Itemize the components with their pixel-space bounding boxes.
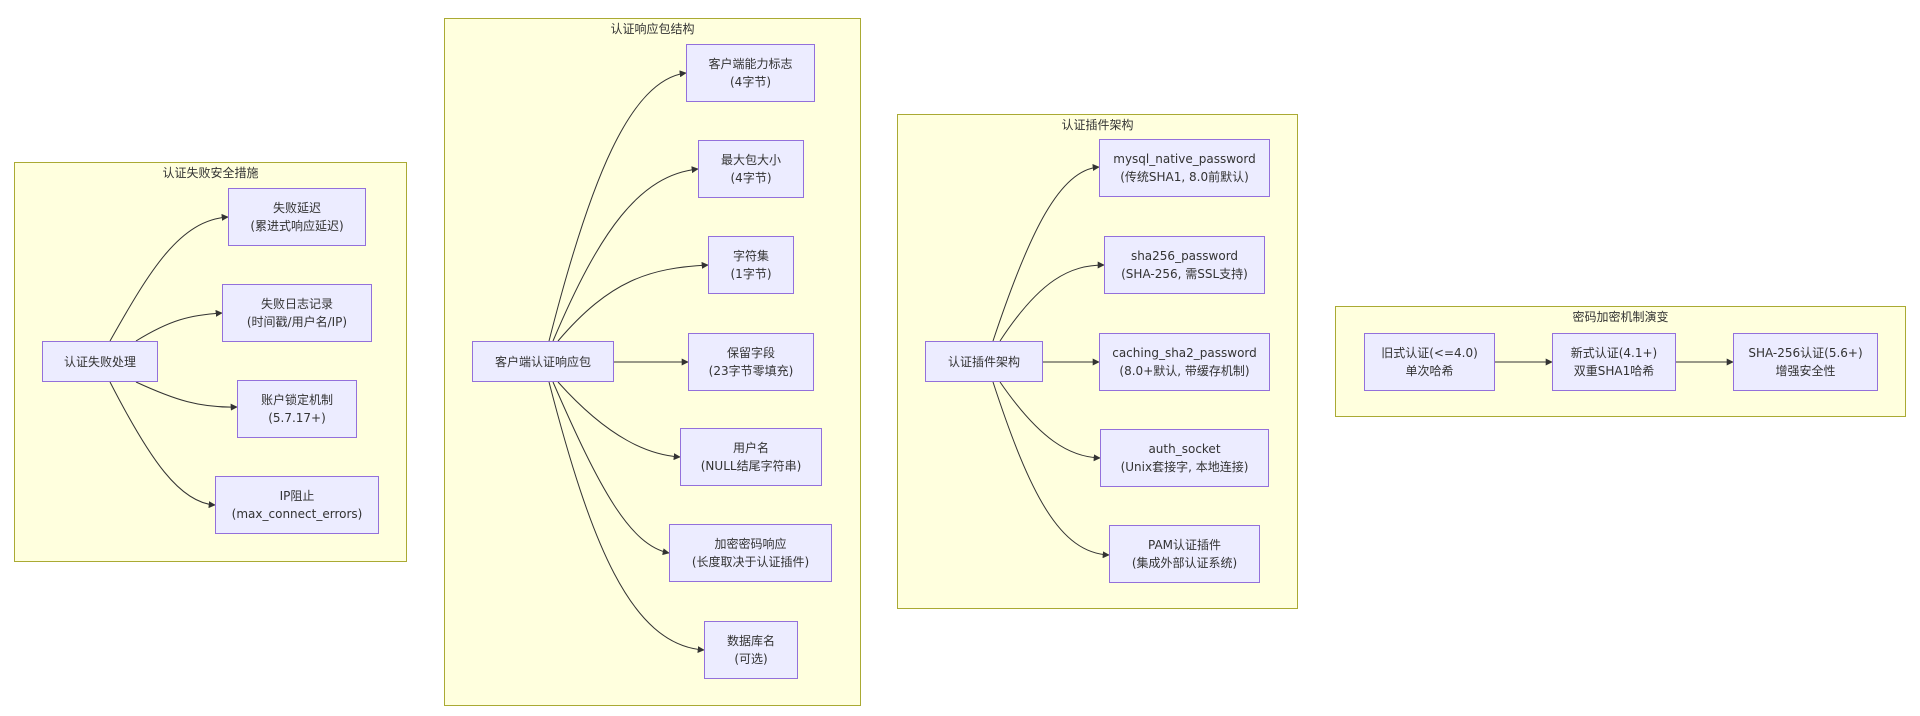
edge-plug-to-sha256: [999, 261, 1105, 342]
node-sublabel: (累进式响应延迟): [250, 219, 344, 233]
node-charset: 字符集 (1字节): [708, 236, 794, 294]
node-mysql-native-password: mysql_native_password (传统SHA1, 8.0前默认): [1099, 139, 1270, 197]
node-sublabel: (可选): [734, 652, 768, 666]
node-label: caching_sha2_password: [1112, 346, 1257, 360]
node-pam-plugin: PAM认证插件 (集成外部认证系统): [1109, 525, 1260, 583]
edge-fail-to-ipblock: [109, 381, 216, 509]
cluster-title: 认证失败安全措施: [162, 166, 259, 180]
node-label: 失败日志记录: [260, 297, 333, 311]
node-new-auth: 新式认证(4.1+) 双重SHA1哈希: [1552, 333, 1676, 391]
node-label: SHA-256认证(5.6+): [1748, 346, 1863, 360]
node-username: 用户名 (NULL结尾字符串): [680, 428, 822, 486]
node-label: IP阻止: [279, 489, 315, 503]
edge-resp-to-db: [548, 381, 705, 654]
node-sublabel: (4字节): [730, 171, 772, 185]
node-label: 认证插件架构: [947, 354, 1020, 369]
node-sublabel: (NULL结尾字符串): [700, 459, 802, 473]
node-label: 用户名: [732, 441, 769, 455]
node-sublabel: (集成外部认证系统): [1131, 556, 1238, 570]
node-label: 失败延迟: [272, 201, 321, 215]
node-label: 数据库名: [726, 634, 775, 648]
node-caching-sha2-password: caching_sha2_password (8.0+默认, 带缓存机制): [1099, 333, 1270, 391]
edge-plug-to-pam: [992, 381, 1110, 559]
node-encrypted-password: 加密密码响应 (长度取决于认证插件): [669, 524, 832, 582]
edge-resp-to-caps: [548, 70, 687, 342]
cluster-title: 密码加密机制演变: [1572, 310, 1669, 324]
edge-fail-to-delay: [109, 213, 229, 342]
node-label: auth_socket: [1148, 442, 1221, 456]
node-sublabel: (1字节): [730, 267, 772, 281]
node-sublabel: 单次哈希: [1405, 364, 1454, 378]
node-label: mysql_native_password: [1113, 152, 1256, 166]
edge-resp-to-maxpkt: [552, 166, 699, 342]
node-auth-socket: auth_socket (Unix套接字, 本地连接): [1100, 429, 1269, 487]
edge-resp-to-charset: [557, 261, 709, 342]
edge-plug-to-socket: [999, 381, 1101, 462]
edge-fail-to-lock: [135, 381, 238, 411]
node-label: 字符集: [732, 249, 769, 263]
node-label: 最大包大小: [720, 153, 781, 167]
node-account-lockout: 账户锁定机制 (5.7.17+): [237, 380, 357, 438]
node-database-name: 数据库名 (可选): [704, 621, 798, 679]
node-sublabel: (SHA-256, 需SSL支持): [1121, 267, 1248, 281]
node-sublabel: (5.7.17+): [268, 411, 326, 425]
node-label: 客户端能力标志: [708, 57, 793, 71]
node-auth-failure-handling: 认证失败处理: [42, 341, 158, 382]
node-sublabel: (max_connect_errors): [231, 507, 363, 521]
node-sublabel: (4字节): [730, 75, 771, 89]
node-label: 加密密码响应: [714, 537, 787, 551]
node-sublabel: (长度取决于认证插件): [691, 555, 810, 569]
node-failure-logging: 失败日志记录 (时间戳/用户名/IP): [222, 284, 372, 342]
node-capability-flags: 客户端能力标志 (4字节): [686, 44, 815, 102]
node-label: 新式认证(4.1+): [1570, 346, 1658, 360]
node-sublabel: 增强安全性: [1775, 364, 1836, 378]
node-sublabel: (23字节零填充): [708, 364, 794, 378]
cluster-title: 认证插件架构: [1061, 118, 1134, 132]
edge-resp-to-user: [557, 381, 681, 461]
edge-fail-to-log: [135, 309, 223, 342]
node-label: 保留字段: [726, 346, 775, 360]
edge-resp-to-pass: [552, 381, 670, 556]
node-sublabel: (Unix套接字, 本地连接): [1120, 460, 1249, 474]
node-label: 客户端认证响应包: [494, 354, 591, 369]
node-sha256-password: sha256_password (SHA-256, 需SSL支持): [1104, 236, 1265, 294]
node-sublabel: (传统SHA1, 8.0前默认): [1120, 170, 1249, 184]
node-ip-block: IP阻止 (max_connect_errors): [215, 476, 379, 534]
node-sublabel: 双重SHA1哈希: [1573, 364, 1655, 378]
edge-plug-to-native: [992, 164, 1100, 342]
node-label: sha256_password: [1130, 249, 1239, 263]
node-legacy-auth: 旧式认证(<=4.0) 单次哈希: [1364, 333, 1495, 391]
node-failure-delay: 失败延迟 (累进式响应延迟): [228, 188, 366, 246]
cluster-title: 认证响应包结构: [610, 22, 695, 36]
node-label: 旧式认证(<=4.0): [1381, 346, 1478, 360]
node-label: 认证失败处理: [63, 354, 136, 369]
node-reserved-field: 保留字段 (23字节零填充): [688, 333, 814, 391]
node-label: PAM认证插件: [1147, 538, 1222, 552]
node-label: 账户锁定机制: [260, 393, 333, 407]
node-sublabel: (8.0+默认, 带缓存机制): [1119, 364, 1250, 378]
node-sha256-auth: SHA-256认证(5.6+) 增强安全性: [1733, 333, 1878, 391]
node-auth-plugin-arch: 认证插件架构: [925, 341, 1043, 382]
node-max-packet-size: 最大包大小 (4字节): [698, 140, 804, 198]
node-client-auth-response: 客户端认证响应包: [472, 341, 614, 382]
node-sublabel: (时间戳/用户名/IP): [246, 315, 348, 329]
